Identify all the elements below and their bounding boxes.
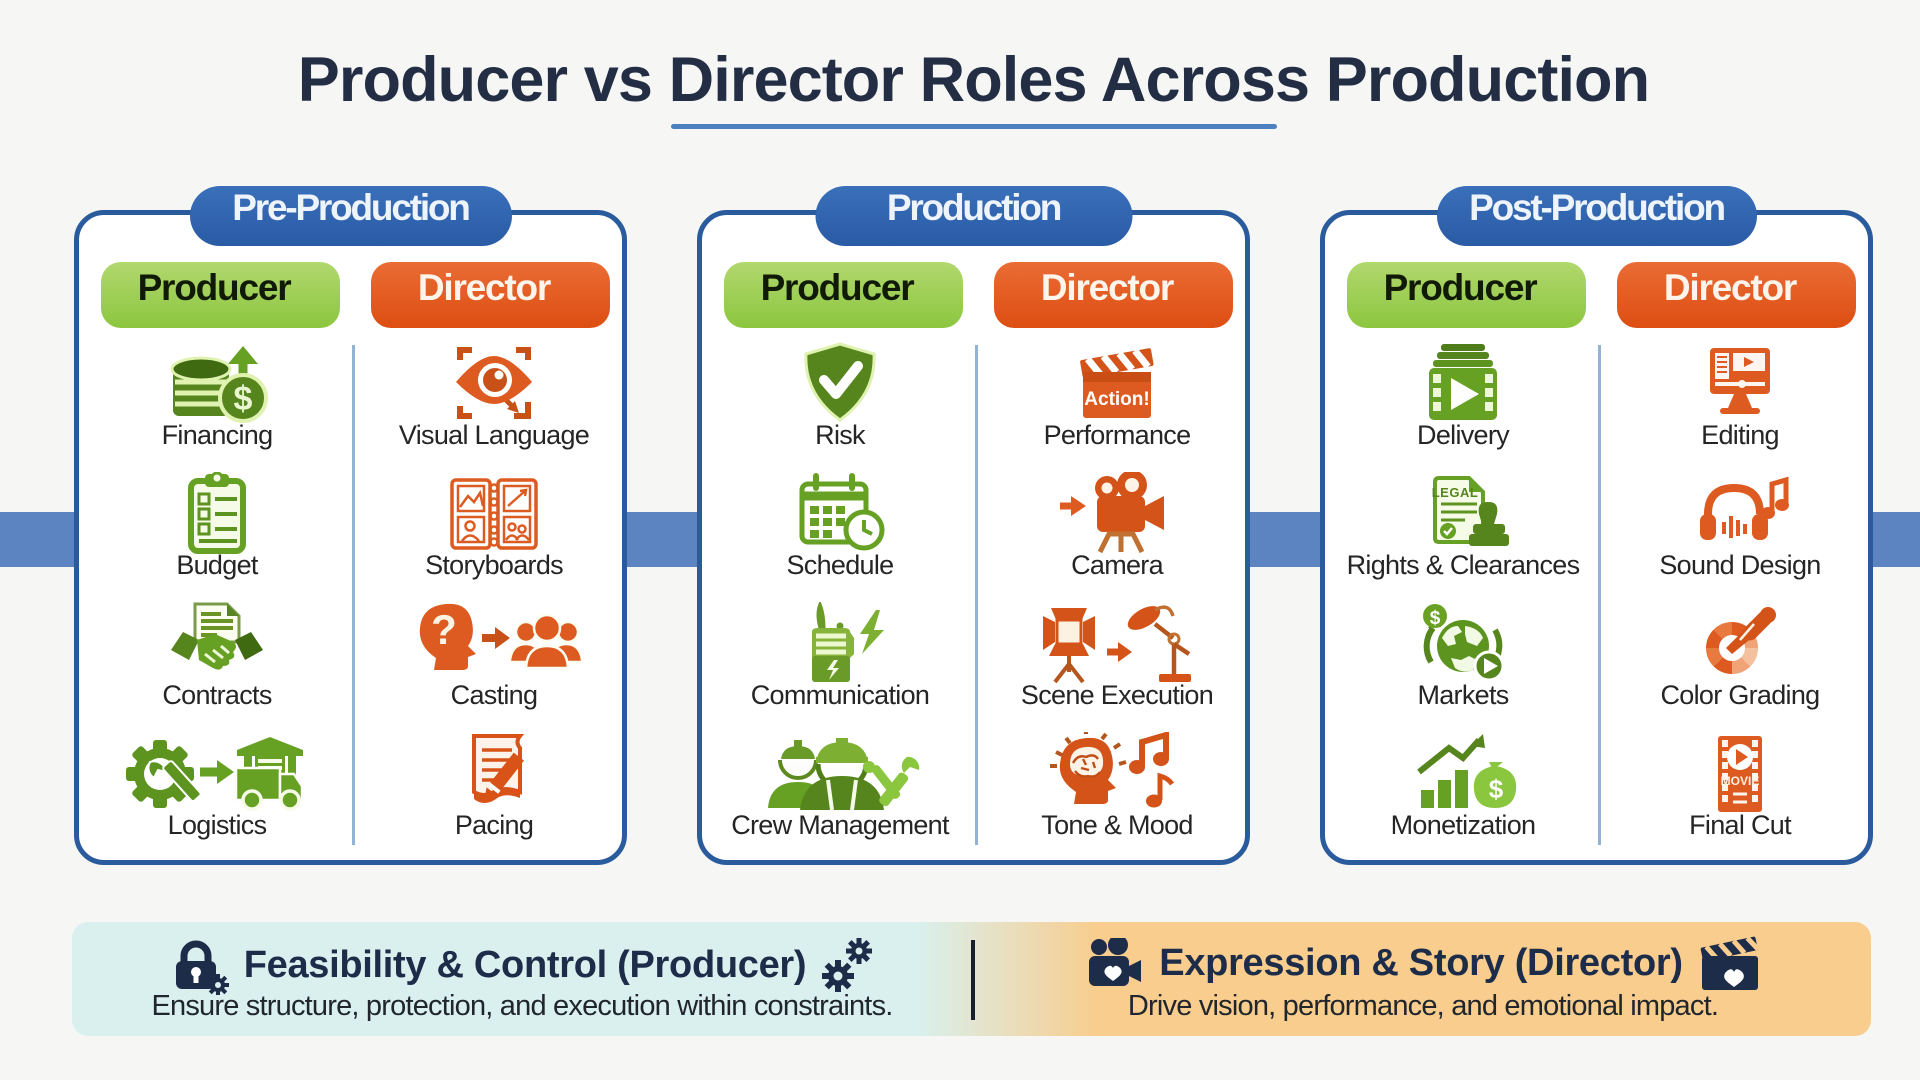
svg-text:Action!: Action! xyxy=(1084,389,1149,410)
svg-text:?: ? xyxy=(431,606,457,653)
svg-text:MOVIE: MOVIE xyxy=(1721,774,1760,788)
svg-text:LEGAL: LEGAL xyxy=(1432,485,1479,500)
svg-text:$: $ xyxy=(1430,608,1441,629)
svg-text:$: $ xyxy=(234,380,253,418)
svg-text:$: $ xyxy=(1489,774,1504,804)
